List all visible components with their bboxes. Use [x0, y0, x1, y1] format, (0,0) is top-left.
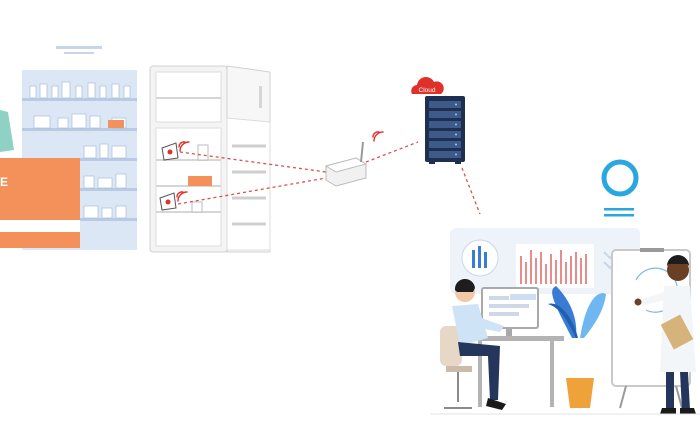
wifi-signal-icon	[176, 191, 188, 202]
connection-lines	[177, 141, 481, 215]
sensor-icon	[159, 192, 177, 211]
plant	[548, 286, 606, 408]
server-rack-icon	[425, 96, 465, 164]
gauge-widget	[461, 239, 499, 277]
wifi-signal-icon	[178, 141, 190, 152]
sensor-icon	[161, 142, 179, 161]
cloud-label: Cloud	[419, 87, 436, 94]
desk	[468, 287, 564, 407]
counter-sign: E	[0, 175, 8, 189]
pharmacy-counter: E	[0, 158, 80, 248]
cloud-icon: Cloud	[411, 77, 444, 94]
wireless-gateway-icon	[324, 141, 368, 187]
seated-analyst	[440, 278, 506, 410]
pharmacist-figure	[0, 110, 14, 152]
wifi-signal-icon	[372, 131, 384, 142]
bar-chart-widget	[516, 244, 594, 288]
standing-presenter	[634, 255, 696, 414]
loading-ring-icon	[601, 159, 639, 217]
